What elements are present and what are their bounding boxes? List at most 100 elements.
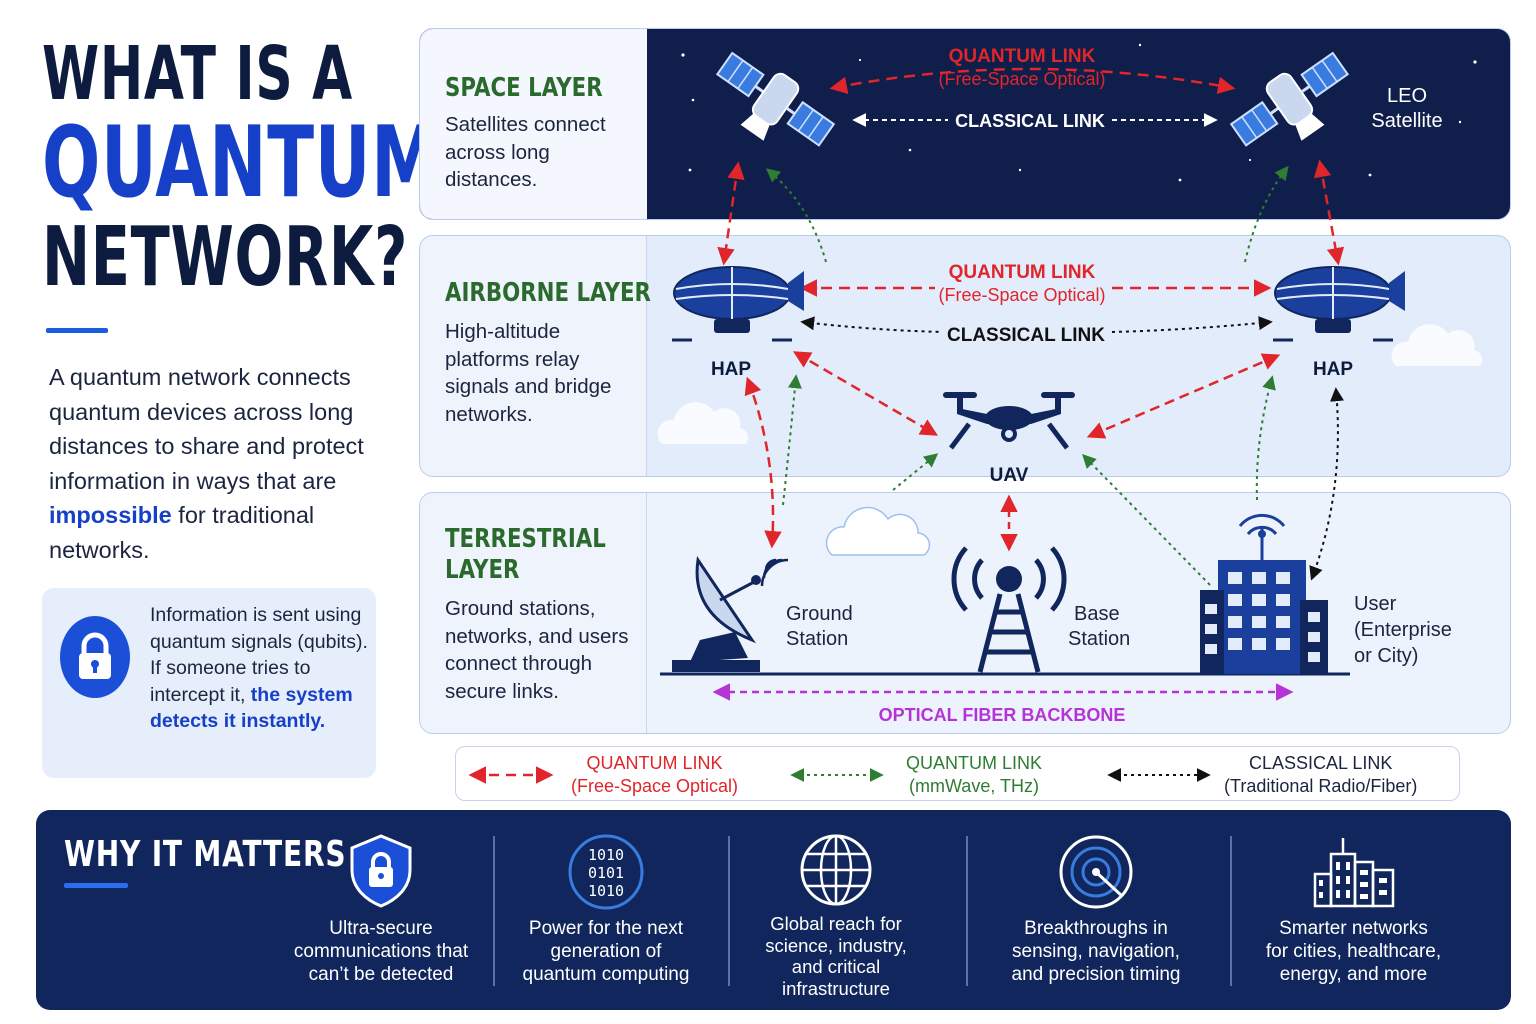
benefit-computing-text: Power for the next generation of quantum… [506,917,706,986]
cell-tower-icon [951,546,1067,673]
user-label: or City) [1354,645,1418,667]
security-note-card: Information is sent using quantum signal… [42,588,376,778]
uav-drone-icon [943,392,1075,450]
benefit-sensing: Breakthroughs in sensing, navigation, an… [996,810,1196,1010]
cloud-icon [825,506,931,556]
benefit-text-line: sensing, navigation, [1012,941,1180,962]
legend-fso-label: QUANTUM LINK (Free-Space Optical) [571,752,738,798]
building-icon [1200,513,1328,674]
legend-mmwave-subtitle: (mmWave, THz) [909,776,1039,796]
benefit-text-line: generation of [550,941,662,962]
intro-paragraph: A quantum network connects quantum devic… [49,360,399,567]
city-icon [1313,838,1394,908]
satellite-icon [1229,51,1350,147]
page-title: WHAT IS A QUANTUM NETWORK? [42,36,439,301]
benefit-text-line: energy, and more [1279,964,1428,985]
legend-mmwave-title: QUANTUM LINK [906,753,1043,773]
security-note-highlight: the system detects it instantly. [150,683,353,733]
space-layer-title: SPACE LAYER [445,73,603,103]
benefit-text-line: Breakthroughs in [1024,918,1168,939]
legend-classical-title: CLASSICAL LINK [1249,753,1393,773]
terrestrial-layer-description: Ground stations, networks, and users con… [445,597,629,703]
space-classical-link-label: CLASSICAL LINK [955,111,1105,131]
space-quantum-link [829,67,1236,95]
benefit-text-line: science, industry, [765,934,907,956]
why-it-matters-title: WHY IT MATTERS [64,834,347,875]
legend-classical-label: CLASSICAL LINK (Traditional Radio/Fiber) [1224,752,1417,798]
user-hap-classical-link [1309,387,1344,581]
ground-uav-mmwave-link [892,453,939,491]
user-label: (Enterprise [1354,619,1452,641]
airborne-layer-description: High-altitude platforms relay signals an… [445,320,612,426]
star-field [681,43,1477,182]
air-classical-link [800,316,943,333]
space-layer-label: SPACE LAYER Satellites connect across lo… [420,29,647,219]
benefit-text-line: communications that [293,941,469,962]
cloud-icon [657,402,749,444]
air-classical-link-label: CLASSICAL LINK [947,325,1105,346]
benefit-text-line: Power for the next [528,918,684,939]
link-legend: QUANTUM LINK (Free-Space Optical) QUANTU… [455,746,1460,801]
benefit-text-line: for cities, healthcare, [1265,941,1442,962]
security-note-body: Information is sent using quantum signal… [150,604,368,706]
space-layer-description: Satellites connect across long distances… [445,113,606,191]
ground-station-label: Ground [786,603,853,625]
airborne-layer-title: AIRBORNE LAYER [445,278,651,308]
why-it-matters-panel: WHY IT MATTERS Ultra-secure communicatio… [36,810,1511,1010]
satellite-icon [715,51,836,147]
benefit-global-reach-text: Global reach for science, industry, and … [741,913,931,999]
shield-lock-icon [350,834,412,908]
legend-fso-subtitle: (Free-Space Optical) [571,776,739,796]
security-note-text: Information is sent using quantum signal… [150,602,372,735]
hap-airship-icon [672,266,804,342]
divider [966,836,968,986]
benefit-computing: 1010 0101 1010 Power for the next genera… [506,810,706,1010]
binary-row: 1010 [588,882,624,900]
intro-text-before: A quantum network connects quantum devic… [49,364,364,494]
binary-row: 0101 [588,864,624,882]
user-uav-mmwave-link [1082,453,1211,586]
legend-mmwave-label: QUANTUM LINK (mmWave, THz) [906,752,1042,798]
hap-ground-quantum-link [744,376,782,549]
title-underline [46,328,108,333]
legend-fso-title: QUANTUM LINK [586,753,723,773]
benefit-security: Ultra-secure communications that can’t b… [286,810,476,1010]
binary-row: 1010 [588,846,624,864]
benefit-global-reach: Global reach for science, industry, and … [741,810,931,1010]
sat-hap-quantum-link-right [1313,159,1345,266]
air-quantum-link-sublabel: (Free-Space Optical) [938,285,1105,305]
legend-mmwave-swatch [790,768,884,782]
terrestrial-layer-title-2: LAYER [445,555,520,585]
benefit-text-line: Global reach for [770,913,902,934]
hap-airship-icon [1273,266,1405,342]
benefit-sensing-text: Breakthroughs in sensing, navigation, an… [996,917,1196,986]
uav-label: UAV [990,465,1029,486]
benefit-text-line: Ultra-secure [329,918,433,939]
sat-mmwave-link-left [765,168,827,263]
legend-fso-swatch [468,766,554,784]
user-hap-mmwave-link [1255,375,1276,501]
hap-ground-mmwave-link [782,374,802,506]
ground-station-label: Station [786,628,848,650]
base-station-label: Station [1068,628,1130,650]
radar-icon [1059,835,1133,909]
benefit-text-line: and critical [791,956,881,977]
benefit-smart-networks: Smarter networks for cities, healthcare,… [1251,810,1456,1010]
benefit-text-line: and precision timing [1011,964,1181,985]
legend-classical-subtitle: (Traditional Radio/Fiber) [1224,776,1418,796]
benefit-text-line: quantum computing [522,964,690,985]
benefit-text-line: can’t be detected [308,964,454,985]
benefit-smart-networks-text: Smarter networks for cities, healthcare,… [1251,917,1456,986]
user-label: User [1354,593,1397,615]
why-it-matters-underline [64,883,128,888]
air-quantum-link-label: QUANTUM LINK [949,262,1096,283]
sat-hap-quantum-link-left [717,161,745,266]
base-station-label: Base [1074,603,1120,625]
legend-classical-swatch [1107,768,1211,782]
divider [728,836,730,986]
satellite-label: LEO [1387,85,1427,107]
space-quantum-link-label: QUANTUM LINK [949,46,1096,67]
airborne-layer-label: AIRBORNE LAYER High-altitude platforms r… [420,236,651,476]
air-classical-link [1111,316,1273,333]
